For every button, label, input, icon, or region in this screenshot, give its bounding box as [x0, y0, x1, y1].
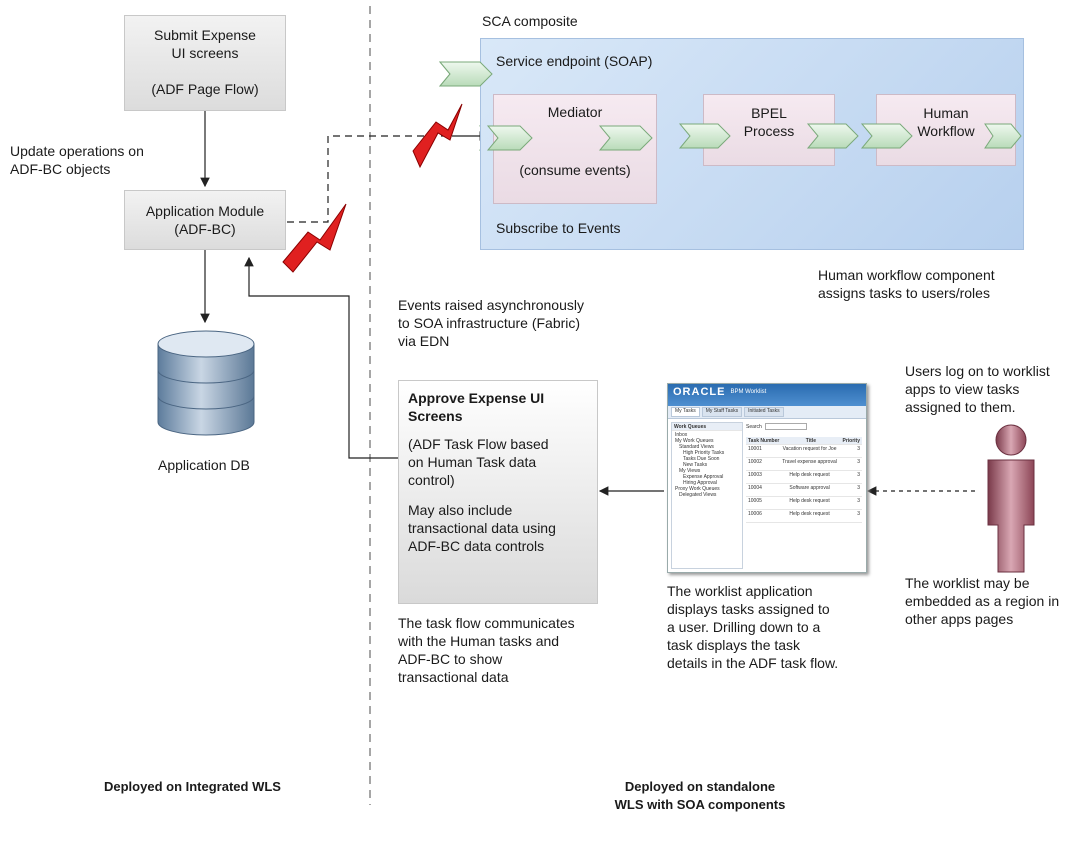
- tree-item[interactable]: Tasks Due Soon: [683, 456, 720, 462]
- work-queues-panel: Work Queues Inbox My Work Queues Standar…: [671, 422, 743, 569]
- lightning-icon: [282, 203, 347, 273]
- dashed-event-path: [287, 135, 452, 223]
- tree-item[interactable]: New Tasks: [683, 462, 708, 468]
- col-header[interactable]: Priority: [842, 438, 860, 444]
- approve-box-para1: (ADF Task Flow based on Human Task data …: [408, 436, 549, 488]
- tree-item[interactable]: Delegated Views: [679, 492, 717, 498]
- mediator-component: Mediator (consume events): [493, 94, 657, 204]
- search-input[interactable]: [764, 423, 807, 430]
- col-header[interactable]: Task Number: [748, 438, 780, 444]
- events-note: Events raised asynchronously to SOA infr…: [398, 297, 584, 349]
- return-path: [244, 256, 398, 459]
- subscribe-label: Subscribe to Events: [496, 220, 621, 236]
- tree-item[interactable]: Hiring Approval: [683, 480, 717, 486]
- worklist-screenshot: ORACLE BPM Worklist My Tasks My Staff Ta…: [667, 383, 867, 573]
- user-icon: [987, 424, 1035, 573]
- mediator-subtitle: (consume events): [519, 162, 631, 178]
- human-workflow-label: Human Workflow: [917, 105, 975, 139]
- worklist-header: ORACLE BPM Worklist: [668, 384, 866, 406]
- application-module-box: Application Module (ADF-BC): [124, 190, 286, 250]
- approve-expense-box: Approve Expense UI Screens (ADF Task Flo…: [398, 380, 598, 604]
- update-operations-note: Update operations on ADF-BC objects: [10, 143, 144, 177]
- tree-item[interactable]: High Priority Tasks: [683, 450, 725, 456]
- tab-my-staff-tasks[interactable]: My Staff Tasks: [701, 407, 743, 417]
- worklist-app-name: BPM Worklist: [730, 388, 767, 395]
- approve-box-para2: May also include transactional data usin…: [408, 502, 556, 554]
- tree-item[interactable]: Inbox: [675, 432, 688, 438]
- tree-item[interactable]: Standard Views: [679, 444, 714, 450]
- bpel-process-component: BPEL Process: [703, 94, 835, 166]
- worklist-tabs: My Tasks My Staff Tasks Initiated Tasks: [668, 406, 866, 419]
- tree-item[interactable]: Proxy Work Queues: [675, 486, 720, 492]
- users-note: Users log on to worklist apps to view ta…: [905, 363, 1050, 415]
- approve-box-title: Approve Expense UI Screens: [408, 390, 545, 424]
- work-queues-header: Work Queues: [672, 423, 742, 431]
- footer-left: Deployed on Integrated WLS: [104, 779, 281, 794]
- lightning-icon: [412, 103, 463, 169]
- mediator-title: Mediator: [547, 104, 603, 120]
- search-label: Search: [746, 423, 762, 430]
- tab-initiated-tasks[interactable]: Initiated Tasks: [744, 407, 784, 417]
- sca-composite-title: SCA composite: [482, 13, 578, 29]
- service-endpoint-label: Service endpoint (SOAP): [496, 53, 653, 69]
- database-icon: [157, 330, 255, 436]
- human-workflow-component: Human Workflow: [876, 94, 1016, 166]
- col-header[interactable]: Title: [805, 438, 816, 444]
- task-table-header: Task Number Title Priority: [746, 437, 862, 445]
- tree-item[interactable]: Expense Approval: [683, 474, 724, 480]
- tree-item[interactable]: My Work Queues: [675, 438, 714, 444]
- worklist-note: The worklist application displays tasks …: [667, 583, 839, 671]
- bpel-label: BPEL Process: [743, 105, 795, 139]
- footer-right: Deployed on standalone WLS with SOA comp…: [614, 779, 786, 812]
- workflow-note: Human workflow component assigns tasks t…: [818, 267, 995, 301]
- embed-note: The worklist may be embedded as a region…: [905, 575, 1060, 627]
- task-flow-note: The task flow communicates with the Huma…: [398, 615, 575, 685]
- tree-item[interactable]: My Views: [679, 468, 701, 474]
- submit-expense-box: Submit Expense UI screens (ADF Page Flow…: [124, 15, 286, 111]
- tab-my-tasks[interactable]: My Tasks: [671, 407, 700, 417]
- database-label: Application DB: [158, 457, 250, 473]
- oracle-logo: ORACLE: [673, 386, 726, 398]
